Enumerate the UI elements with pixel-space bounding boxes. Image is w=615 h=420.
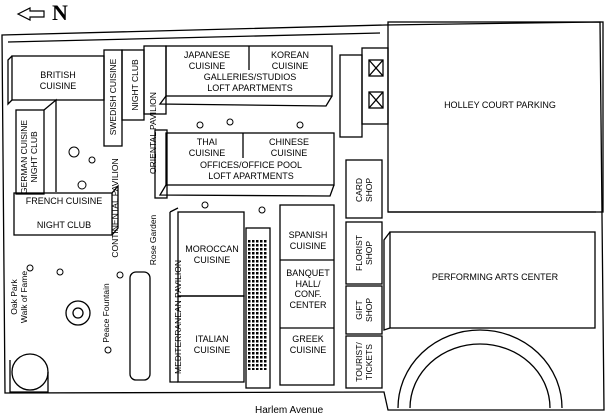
stair-2 [368, 91, 384, 109]
italian-building [177, 295, 245, 383]
offices-loft-label: OFFICES/OFFICE POOL LOFT APARTMENTS [199, 160, 302, 181]
holley-court-parking-label: HOLLEY COURT PARKING [444, 100, 556, 110]
galleries-loft-label: GALLERIES/STUDIOS LOFT APARTMENTS [203, 72, 297, 93]
performing-arts-building [389, 231, 596, 329]
french-cuisine-label: FRENCH CUISINE [25, 196, 103, 206]
peace-fountain-label: Peace Fountain [101, 283, 111, 343]
plaza-arc [397, 329, 563, 409]
french-side [111, 184, 119, 236]
german-side [43, 98, 57, 192]
mediterranean-pavilion-label: MEDITERRANEAN PAVILION [173, 260, 183, 374]
british-cuisine-label: BRITISH CUISINE [39, 70, 77, 91]
british-shadow [7, 55, 13, 106]
walk-of-fame-corner [9, 360, 49, 393]
seating-area [245, 227, 271, 389]
rose-garden-label: Rose Garden [148, 214, 158, 266]
card-shop-label: CARD SHOP [354, 177, 374, 203]
japanese-cuisine-label: JAPANESE CUISINE [183, 50, 231, 71]
german-building [15, 109, 45, 195]
night-club-top-label: NIGHT CLUB [130, 59, 140, 111]
north-connector [339, 54, 363, 138]
german-cuisine-label: GERMAN CUISINE NIGHT CLUB [19, 119, 39, 195]
stair-1 [368, 59, 384, 77]
chinese-cuisine-label: CHINESE CUISINE [268, 137, 309, 158]
seating-dots [248, 240, 268, 370]
gift-shop-label: GIFT SHOP [354, 297, 374, 323]
card-shop-building [345, 159, 383, 219]
florist-shop-building [345, 221, 383, 285]
gift-shop-building [345, 285, 383, 335]
moroccan-cuisine-label: MOROCCAN CUISINE [185, 244, 239, 265]
oak-park-walk-label: Oak Park Walk of Fame [9, 270, 29, 324]
jk-shadow [158, 95, 333, 107]
italian-cuisine-label: ITALIAN CUISINE [193, 334, 231, 355]
tourist-tickets-label: TOURIST/ TICKETS [354, 342, 374, 382]
holley-parking-lot [387, 21, 604, 213]
korean-cuisine-label: KOREAN CUISINE [270, 50, 309, 71]
spanish-cuisine-label: SPANISH CUISINE [288, 230, 328, 251]
tc-shadow [158, 184, 335, 197]
oriental-pavilion-label: ORIENTAL PAVILION [148, 92, 158, 174]
swedish-cuisine-label: SWEDISH CUISINE [108, 58, 118, 136]
thai-cuisine-label: THAI CUISINE [188, 137, 226, 158]
compass-north-label: N [52, 0, 68, 25]
banquet-hall-label: BANQUET HALL/ CONF. CENTER [286, 268, 330, 310]
performing-arts-center-label: PERFORMING ARTS CENTER [431, 272, 559, 282]
french-building [13, 192, 113, 236]
tourist-booth [345, 335, 383, 389]
peace-fountain-ring [65, 300, 91, 326]
walk-of-fame-feature [11, 353, 49, 391]
street-label: Harlem Avenue [255, 405, 324, 416]
night-club-mid-label: NIGHT CLUB [36, 220, 92, 230]
mediterranean-wall [169, 207, 179, 383]
west-arrow-icon [16, 7, 45, 21]
oriental-pavilion-structure [154, 129, 168, 199]
peace-fountain-center [72, 307, 84, 319]
site-outline [1, 21, 605, 411]
spanish-banquet-greek-building [279, 204, 335, 386]
florist-shop-label: FLORIST SHOP [354, 235, 374, 271]
continental-pavilion-label: CONTINENTAL PAVILION [110, 158, 120, 258]
thai-chinese-building [165, 132, 335, 186]
greek-cuisine-label: GREEK CUISINE [289, 334, 327, 355]
north-street-edge [7, 32, 381, 43]
rose-garden-bed [129, 271, 151, 381]
